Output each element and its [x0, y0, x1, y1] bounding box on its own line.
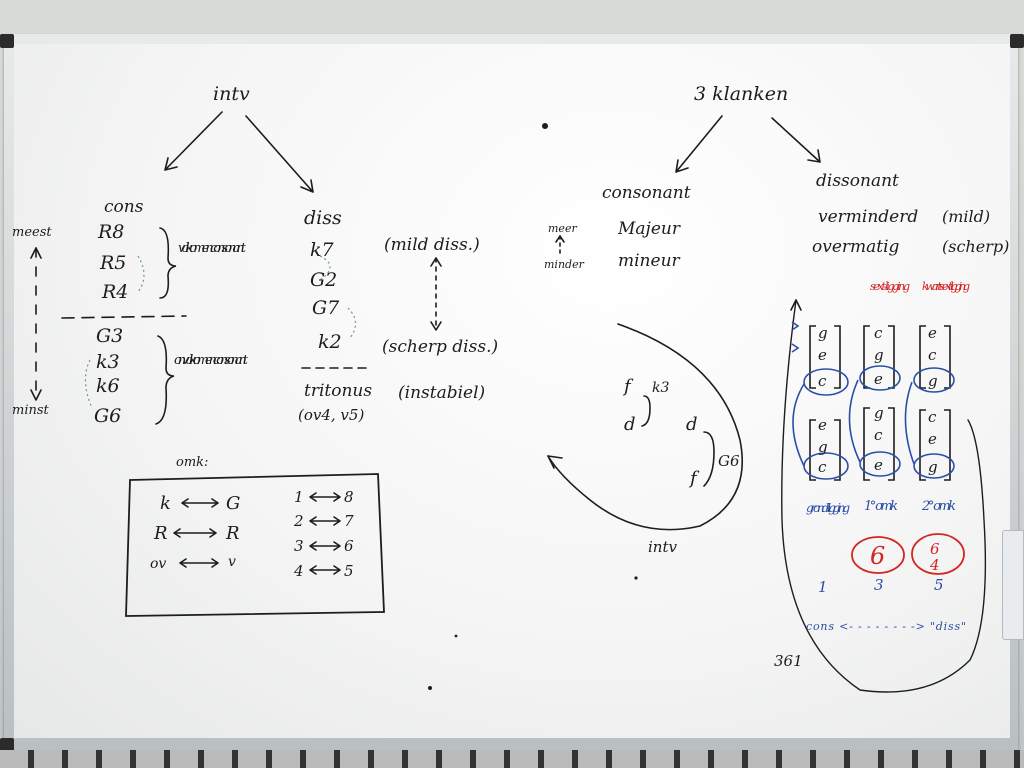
- scale-bottom-label: minst: [12, 403, 50, 418]
- chord-note: g: [928, 372, 938, 390]
- dissonant-header: dissonant: [816, 171, 899, 191]
- omk-pair-left: k: [160, 493, 171, 514]
- chord-note: c: [874, 426, 883, 444]
- consonant-header: consonant: [602, 183, 691, 203]
- omk-pair-left: ov: [150, 556, 166, 572]
- chord-note: e: [818, 346, 827, 364]
- chord-note: e: [874, 456, 883, 474]
- interval-note: f: [688, 468, 700, 489]
- chord-name: 2° omk: [921, 499, 956, 514]
- diss-item: G2: [310, 269, 337, 291]
- page-number: 361: [774, 652, 803, 670]
- chord-note: c: [928, 408, 937, 426]
- omk-num-right: 7: [344, 512, 354, 530]
- omk-num-right: 5: [344, 562, 354, 580]
- omk-num-right: 8: [344, 488, 354, 506]
- scale-top-label: meest: [12, 225, 52, 240]
- cons-item: R4: [101, 281, 128, 303]
- mild-diss-label: (mild diss.): [384, 235, 480, 255]
- chord-note: g: [874, 404, 884, 422]
- omk-pair-right: v: [228, 554, 236, 570]
- frame-corner: [0, 34, 14, 48]
- chord-note: g: [818, 438, 828, 456]
- mild-label: (mild): [942, 207, 990, 226]
- volkomen-label: volkomen consonant: [178, 241, 247, 256]
- chord-note: c: [818, 458, 827, 476]
- onvolkomen-label: onvolkomen consonant: [174, 353, 249, 368]
- omk-num-left: 1: [294, 488, 304, 506]
- chord-name: grond-ligging: [806, 501, 850, 515]
- omk-pair-right: R: [225, 523, 240, 544]
- chord-note: c: [818, 372, 827, 390]
- cons-item: k6: [96, 375, 120, 397]
- omk-label: omk:: [176, 455, 208, 470]
- cons-item: R8: [97, 221, 124, 243]
- cons-item: G3: [96, 325, 123, 347]
- right-root-label: 3 klanken: [694, 83, 788, 105]
- chord-note: e: [928, 430, 937, 448]
- cons-diss-range: cons <- - - - - - - -> "diss": [806, 620, 966, 633]
- left-root-label: intv: [213, 83, 250, 105]
- instabiel-label: (instabiel): [398, 383, 485, 403]
- chord-note: c: [874, 324, 883, 342]
- mineur-label: mineur: [618, 251, 681, 271]
- minder-label: minder: [544, 258, 585, 271]
- chord-number: 1: [818, 578, 828, 596]
- figure-six: 6: [870, 542, 885, 570]
- g6-label: G6: [718, 452, 740, 470]
- chord-number: 5: [934, 576, 944, 594]
- interval-note: d: [686, 414, 698, 435]
- diss-item: G7: [312, 297, 340, 319]
- diss-item: k7: [310, 239, 335, 261]
- chord-note: g: [874, 346, 884, 364]
- chord-note: c: [928, 346, 937, 364]
- k3-label: k3: [652, 380, 669, 396]
- diss-item: k2: [318, 331, 342, 353]
- marker-tray: [0, 750, 1024, 768]
- omk-num-left: 3: [294, 537, 304, 555]
- verminderd-label: verminderd: [818, 207, 918, 227]
- chord-note: e: [818, 416, 827, 434]
- chord-note: g: [928, 458, 938, 476]
- cons-item: R5: [99, 252, 126, 274]
- meer-label: meer: [548, 222, 577, 235]
- omk-num-right: 6: [344, 537, 354, 555]
- scherp-label: (scherp): [942, 237, 1009, 256]
- chord-note: g: [818, 324, 828, 342]
- intv-label: intv: [648, 538, 677, 556]
- omk-pair-right: G: [226, 493, 240, 514]
- tritonus-label: tritonus: [304, 381, 372, 401]
- majeur-label: Majeur: [617, 219, 681, 239]
- cons-item: G6: [94, 405, 121, 427]
- interval-note: d: [624, 414, 636, 435]
- omk-num-left: 4: [293, 562, 304, 580]
- chord-note: e: [928, 324, 937, 342]
- frame-corner: [0, 738, 14, 752]
- cons-item: k3: [96, 351, 120, 373]
- scherp-diss-label: (scherp diss.): [382, 337, 498, 357]
- tritonus-note: (ov4, v5): [298, 406, 364, 424]
- cons-header: cons: [104, 197, 144, 217]
- overmatig-label: overmatig: [812, 237, 900, 257]
- chord-number: 3: [874, 576, 884, 594]
- kwart-sext-label: kwart-sext ligging: [922, 280, 970, 293]
- sext-ligging-label: sext-ligging: [870, 280, 910, 293]
- interval-note: f: [622, 376, 634, 397]
- diss-header: diss: [304, 207, 342, 229]
- omk-pair-left: R: [153, 523, 168, 544]
- chord-note: e: [874, 370, 883, 388]
- chord-name: 1° omk: [864, 499, 898, 514]
- frame-corner: [1010, 34, 1024, 48]
- omk-num-left: 2: [293, 512, 304, 530]
- whiteboard-surface: [14, 44, 1010, 738]
